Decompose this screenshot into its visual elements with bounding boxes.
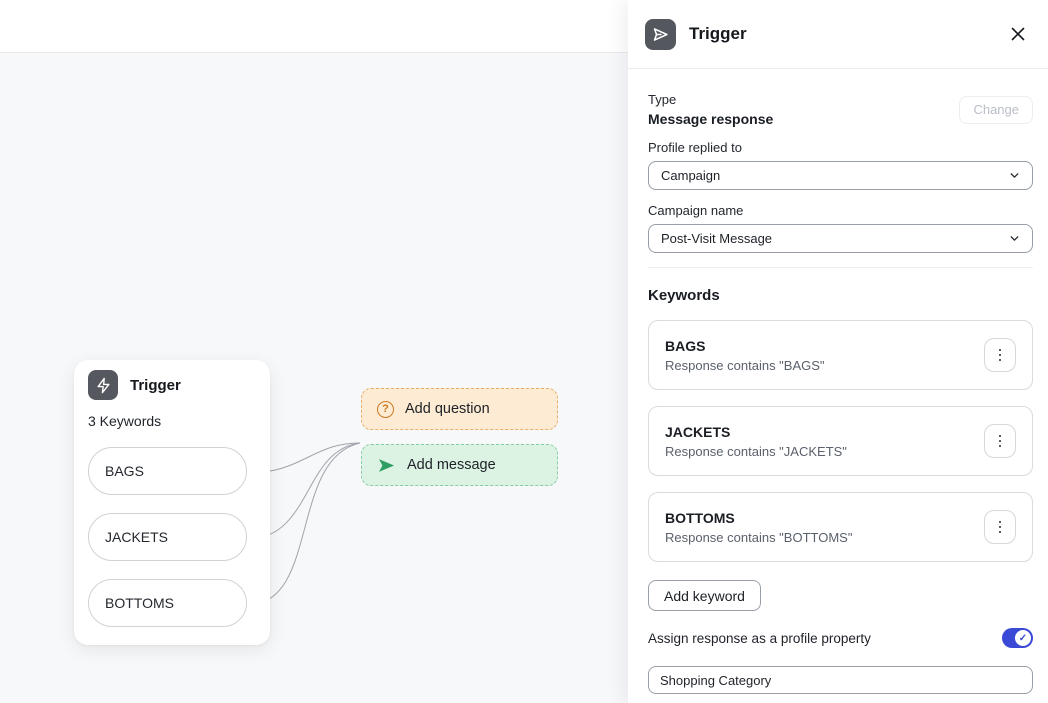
keyword-title: BOTTOMS bbox=[665, 509, 735, 526]
keyword-subtitle: Response contains "JACKETS" bbox=[665, 443, 847, 459]
assign-property-row: Assign response as a profile property ✓ bbox=[648, 628, 1033, 648]
keyword-card-text: BOTTOMS Response contains "BOTTOMS" bbox=[665, 510, 852, 545]
trigger-send-icon bbox=[645, 18, 676, 50]
chevron-down-icon bbox=[1010, 173, 1019, 178]
kebab-menu-icon[interactable] bbox=[984, 424, 1016, 458]
assign-property-toggle[interactable]: ✓ bbox=[1002, 628, 1033, 648]
type-block: Type Message response bbox=[648, 92, 773, 127]
keyword-card-bags: BAGS Response contains "BAGS" bbox=[648, 320, 1033, 390]
node-subtitle: 3 Keywords bbox=[88, 413, 162, 429]
keyword-card-text: JACKETS Response contains "JACKETS" bbox=[665, 424, 847, 459]
question-circle-icon: ? bbox=[377, 400, 394, 418]
keyword-card-jackets: JACKETS Response contains "JACKETS" bbox=[648, 406, 1033, 476]
toggle-check-icon: ✓ bbox=[1015, 630, 1031, 646]
keyword-card-bottoms: BOTTOMS Response contains "BOTTOMS" bbox=[648, 492, 1033, 562]
keywords-heading: Keywords bbox=[648, 287, 720, 304]
section-divider bbox=[648, 267, 1033, 268]
panel-body: Type Message response Change Profile rep… bbox=[628, 69, 1048, 703]
type-label: Type bbox=[648, 92, 677, 107]
flow-canvas[interactable]: Trigger 3 Keywords BAGS JACKETS BOTTOMS … bbox=[0, 0, 628, 703]
trigger-node[interactable]: Trigger 3 Keywords BAGS JACKETS BOTTOMS bbox=[74, 360, 270, 645]
campaign-name-label: Campaign name bbox=[648, 203, 744, 218]
panel-header: Trigger bbox=[628, 0, 1048, 69]
add-message-label: Add message bbox=[407, 457, 496, 473]
keyword-title: JACKETS bbox=[665, 423, 731, 440]
panel-title: Trigger bbox=[689, 24, 747, 43]
kebab-menu-icon[interactable] bbox=[984, 338, 1016, 372]
profile-replied-select[interactable]: Campaign bbox=[648, 161, 1033, 190]
add-keyword-button[interactable]: Add keyword bbox=[648, 580, 761, 611]
send-message-icon bbox=[377, 456, 396, 475]
keyword-card-text: BAGS Response contains "BAGS" bbox=[665, 338, 825, 373]
keyword-pill-jackets: JACKETS bbox=[88, 513, 247, 561]
chevron-down-icon bbox=[1010, 236, 1019, 241]
campaign-name-select[interactable]: Post-Visit Message bbox=[648, 224, 1033, 253]
trigger-node-header: Trigger bbox=[88, 370, 256, 400]
lightning-icon bbox=[88, 370, 118, 400]
add-question-label: Add question bbox=[405, 401, 490, 417]
keyword-title: BAGS bbox=[665, 337, 706, 354]
node-title: Trigger bbox=[130, 376, 181, 394]
type-value: Message response bbox=[648, 111, 774, 127]
keyword-pill-bottoms: BOTTOMS bbox=[88, 579, 247, 627]
assign-property-label: Assign response as a profile property bbox=[648, 630, 871, 646]
add-question-button[interactable]: ? Add question bbox=[361, 388, 558, 430]
top-bar bbox=[0, 0, 628, 53]
keyword-pill-bags: BAGS bbox=[88, 447, 247, 495]
keyword-subtitle: Response contains "BOTTOMS" bbox=[665, 529, 853, 545]
change-button[interactable]: Change bbox=[959, 95, 1033, 124]
property-name-input[interactable] bbox=[648, 666, 1033, 694]
keyword-subtitle: Response contains "BAGS" bbox=[665, 357, 825, 373]
trigger-settings-panel: Trigger Type Message response Change Pro… bbox=[628, 0, 1048, 703]
profile-replied-label: Profile replied to bbox=[648, 140, 742, 155]
close-icon[interactable] bbox=[1004, 20, 1032, 48]
kebab-menu-icon[interactable] bbox=[984, 510, 1016, 544]
campaign-name-value: Post-Visit Message bbox=[661, 231, 773, 246]
profile-replied-value: Campaign bbox=[661, 168, 721, 183]
type-row: Type Message response Change bbox=[648, 92, 1033, 127]
add-message-button[interactable]: Add message bbox=[361, 444, 558, 486]
